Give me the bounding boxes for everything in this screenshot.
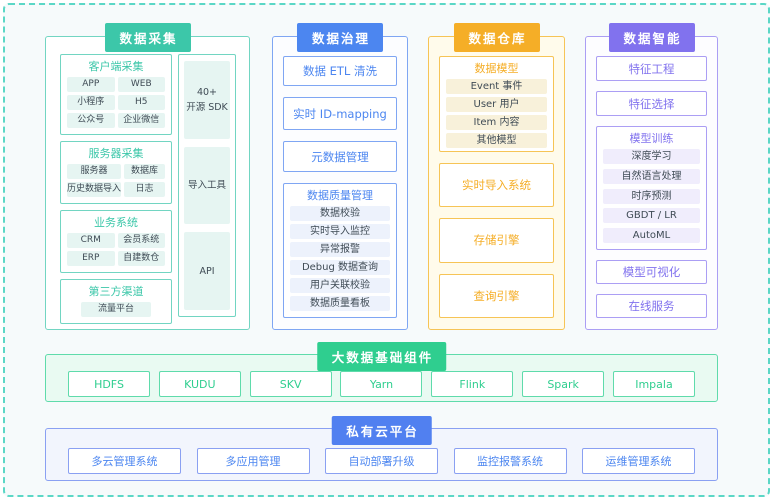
component-flink: Flink bbox=[431, 371, 514, 397]
panel-etl-cleaning: 数据 ETL 清洗 bbox=[283, 56, 397, 86]
group-title: 第三方渠道 bbox=[88, 285, 144, 298]
component-impala: Impala bbox=[612, 371, 695, 397]
column-data-warehouse: 数据仓库 数据模型 Event 事件 User 用户 Item 内容 其他模型 … bbox=[428, 23, 565, 330]
chip-item: 时序预测 bbox=[603, 188, 700, 204]
bigdata-components-header: 大数据基础组件 bbox=[316, 342, 447, 371]
component-skv: SKV bbox=[249, 371, 332, 397]
chip-item: 日志 bbox=[124, 182, 165, 197]
chip-item: 公众号 bbox=[67, 113, 115, 128]
group-business-systems: 业务系统 CRM 会员系统 ERP 自建数仓 bbox=[60, 210, 172, 273]
chip-item: H5 bbox=[117, 95, 165, 110]
chip-item: Item 内容 bbox=[446, 115, 547, 130]
group-title: 模型训练 bbox=[629, 132, 674, 145]
component-kudu: KUDU bbox=[158, 371, 241, 397]
chip-item: 自然语言处理 bbox=[603, 168, 700, 184]
panel-id-mapping: 实时 ID-mapping bbox=[283, 97, 397, 130]
chip-item: Debug 数据查询 bbox=[290, 260, 390, 275]
cloud-ops-mgmt: 运维管理系统 bbox=[582, 448, 695, 474]
column-data-intelligence: 数据智能 特征工程 特征选择 模型训练 深度学习 自然语言处理 时序预测 GBD… bbox=[585, 23, 718, 330]
data-collection-groups: 客户端采集 APP WEB 小程序 H5 公众号 企业微信 服务器采集 服务器 … bbox=[60, 54, 172, 324]
band-bigdata-components: 大数据基础组件 HDFS KUDU SKV Yarn Flink Spark I… bbox=[45, 342, 718, 402]
panel-feature-selection: 特征选择 bbox=[596, 91, 707, 116]
panel-storage-engine: 存储引擎 bbox=[439, 218, 554, 263]
chip-item: 数据库 bbox=[124, 164, 165, 179]
private-cloud-header: 私有云平台 bbox=[331, 416, 432, 445]
cloud-monitor-alarm: 监控报警系统 bbox=[453, 448, 567, 474]
panel-feature-engineering: 特征工程 bbox=[596, 56, 707, 81]
data-collection-body: 客户端采集 APP WEB 小程序 H5 公众号 企业微信 服务器采集 服务器 … bbox=[46, 37, 249, 329]
chip-item: WEB bbox=[117, 77, 165, 92]
chip-item: 其他模型 bbox=[446, 133, 547, 148]
data-intelligence-header: 数据智能 bbox=[608, 23, 695, 52]
group-model-training: 模型训练 深度学习 自然语言处理 时序预测 GBDT / LR AutoML bbox=[596, 126, 707, 250]
group-title: 服务器采集 bbox=[88, 147, 144, 160]
group-title: 业务系统 bbox=[94, 216, 138, 229]
column-data-collection: 数据采集 客户端采集 APP WEB 小程序 H5 公众号 企业微信 服务器采集 bbox=[45, 23, 250, 330]
band-private-cloud: 私有云平台 多云管理系统 多应用管理 自动部署升级 监控报警系统 运维管理系统 bbox=[45, 416, 718, 481]
chip-item-import-tool: 导入工具 bbox=[184, 146, 230, 225]
chip-item: 历史数据导入 bbox=[67, 182, 122, 197]
component-spark: Spark bbox=[522, 371, 605, 397]
chip-item: Event 事件 bbox=[446, 79, 547, 94]
column-data-governance: 数据治理 数据 ETL 清洗 实时 ID-mapping 元数据管理 数据质量管… bbox=[272, 23, 408, 330]
chip-item: 实时导入监控 bbox=[290, 224, 390, 239]
chip-item: 小程序 bbox=[67, 95, 115, 110]
chip-item: 数据校验 bbox=[290, 206, 390, 221]
cloud-multiapp-mgmt: 多应用管理 bbox=[196, 448, 310, 474]
cloud-multicloud-mgmt: 多云管理系统 bbox=[68, 448, 181, 474]
panel-metadata-mgmt: 元数据管理 bbox=[283, 141, 397, 172]
group-server-collection: 服务器采集 服务器 数据库 历史数据导入 日志 bbox=[60, 141, 172, 204]
chip-item: ERP bbox=[67, 251, 115, 266]
cloud-auto-deploy: 自动部署升级 bbox=[325, 448, 438, 474]
data-warehouse-header: 数据仓库 bbox=[453, 23, 540, 52]
chip-item-api: API bbox=[184, 232, 230, 311]
chip-item: 流量平台 bbox=[80, 302, 152, 317]
chip-item-sdk: 40+ 开源 SDK bbox=[184, 61, 230, 139]
panel-online-service: 在线服务 bbox=[596, 294, 707, 318]
chip-item: 企业微信 bbox=[117, 113, 165, 128]
group-client-collection: 客户端采集 APP WEB 小程序 H5 公众号 企业微信 bbox=[60, 54, 172, 135]
group-title: 数据模型 bbox=[474, 62, 519, 75]
chip-item: GBDT / LR bbox=[603, 208, 700, 224]
chip-item: User 用户 bbox=[446, 97, 547, 112]
chip-item: CRM bbox=[67, 233, 115, 248]
data-collection-side-tools: 40+ 开源 SDK 导入工具 API bbox=[178, 54, 236, 317]
group-data-quality: 数据质量管理 数据校验 实时导入监控 异常报警 Debug 数据查询 用户关联校… bbox=[283, 183, 397, 318]
panel-realtime-import: 实时导入系统 bbox=[439, 163, 554, 208]
panel-query-engine: 查询引擎 bbox=[439, 273, 554, 318]
chip-item: AutoML bbox=[603, 228, 700, 243]
chip-item: 服务器 bbox=[67, 164, 122, 179]
component-yarn: Yarn bbox=[340, 371, 423, 397]
chip-item: 数据质量看板 bbox=[290, 296, 390, 311]
chip-item: 自建数仓 bbox=[117, 251, 165, 266]
chip-item: 深度学习 bbox=[603, 149, 700, 164]
panel-model-visualization: 模型可视化 bbox=[596, 260, 707, 284]
chip-item: 会员系统 bbox=[117, 233, 165, 248]
group-third-party: 第三方渠道 流量平台 bbox=[60, 279, 172, 324]
component-hdfs: HDFS bbox=[68, 371, 150, 397]
group-title: 客户端采集 bbox=[88, 60, 144, 73]
group-data-models: 数据模型 Event 事件 User 用户 Item 内容 其他模型 bbox=[439, 56, 554, 152]
data-governance-header: 数据治理 bbox=[296, 23, 384, 52]
chip-item: APP bbox=[67, 77, 115, 92]
chip-item: 用户关联校验 bbox=[290, 278, 390, 293]
data-collection-header: 数据采集 bbox=[104, 23, 191, 52]
chip-item: 异常报警 bbox=[290, 242, 390, 257]
group-title: 数据质量管理 bbox=[307, 189, 373, 202]
